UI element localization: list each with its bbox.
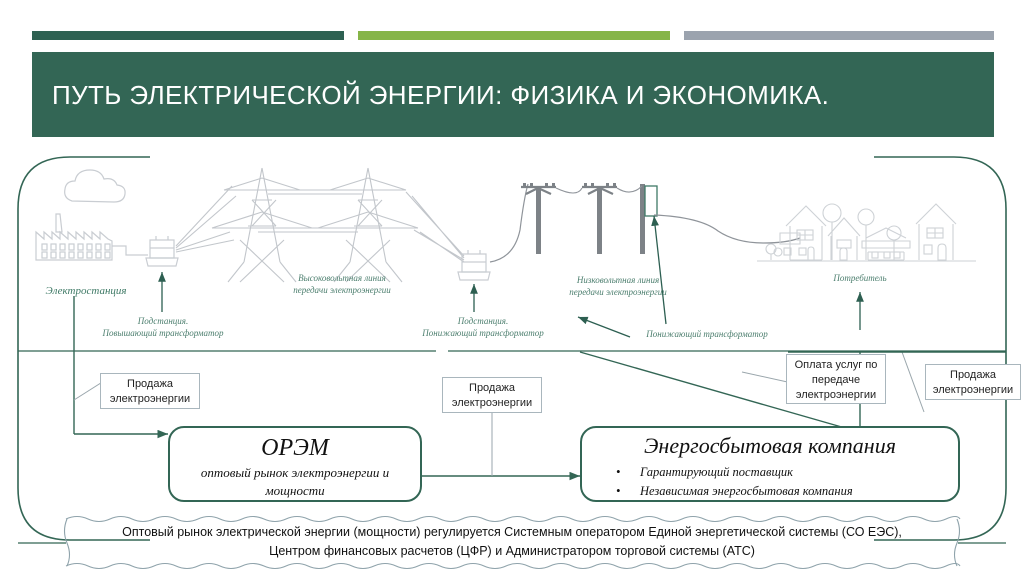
service-drop-line [653,214,801,244]
footer-frame [63,515,961,570]
caption-consumer: Потребитель [833,273,887,283]
leader-transmission-fee [741,371,793,384]
caption-low-voltage-line: Низковольтная линия передачи электроэнер… [569,275,667,297]
line-grid-to-retail [579,351,881,439]
accent-bar-gray [684,31,994,40]
houses-illustration [757,203,976,262]
leader-sale-3 [901,351,925,413]
title-band [32,52,994,137]
orem-subtitle: оптовый рынок электроэнергии и мощности [200,465,390,498]
caption-step-up-substation: Подстанция. Повышающий трансформатор [102,316,224,338]
arrow-low-voltage-line [577,316,631,338]
annotation-arrows [158,215,864,338]
retail-company-item: Независимая энергосбытовая компания [582,482,958,501]
distribution-poles-illustration [521,183,801,254]
page-title: ПУТЬ ЭЛЕКТРИЧЕСКОЙ ЭНЕРГИИ: ФИЗИКА И ЭКО… [52,80,830,110]
retail-company-title: Энергосбытовая компания [644,433,896,458]
caption-step-down-transformer: Понижающий трансформатор [646,329,768,339]
retail-company-item: Гарантирующий поставщик [582,463,958,482]
power-plant-illustration [35,169,179,267]
arrow-step-down-transformer [651,215,667,325]
caption-high-voltage-line: Высоковольтная линия передачи электроэне… [293,273,391,295]
process-box-orem[interactable]: ОРЭМ оптовый рынок электроэнергии и мощн… [168,426,422,502]
accent-bar-light-green [358,31,670,40]
caption-power-plant: Электростанция [45,285,127,297]
callout-transmission-fee[interactable]: Оплата услуг по передаче электроэнергии [786,354,886,404]
process-box-retail-company[interactable]: Энергосбытовая компания Гарантирующий по… [580,426,960,502]
outer-frame-left [17,156,150,541]
outer-frame-right [874,156,1007,541]
transmission-towers-illustration [175,167,465,283]
callout-sale-electricity-1[interactable]: Продажа электроэнергии [100,373,200,409]
orem-title: ОРЭМ [261,435,329,461]
leader-sale-1 [73,380,105,401]
step-down-substation-illustration [457,250,491,281]
callout-sale-electricity-3[interactable]: Продажа электроэнергии [925,364,1021,400]
callout-sale-electricity-2[interactable]: Продажа электроэнергии [442,377,542,413]
caption-step-down-substation: Подстанция. Понижающий трансформатор [422,316,544,338]
accent-bar-dark-green [32,31,344,40]
footer-note: Оптовый рынок электрической энергии (мощ… [122,525,902,558]
conductor-substation-to-poles [489,183,529,263]
